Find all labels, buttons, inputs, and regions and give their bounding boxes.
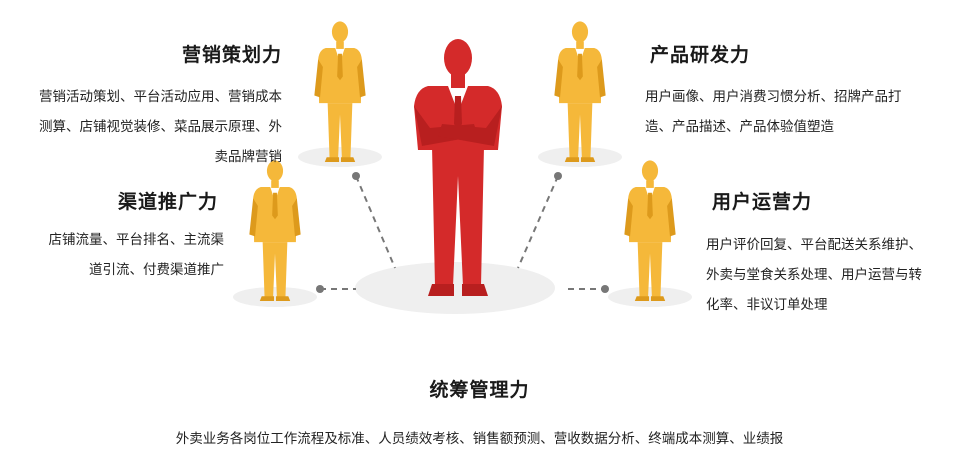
channel-desc: 店铺流量、平台排名、主流渠 道引流、付费渠道推广 xyxy=(10,225,225,285)
marketing-desc-line: 营销活动策划、平台活动应用、营销成本 xyxy=(39,89,282,105)
connector-marketing xyxy=(355,175,396,269)
user-ops-desc-line: 外卖与堂食关系处理、用户运营与转 xyxy=(706,267,922,283)
connector-dot-product xyxy=(554,172,562,180)
member-figure-icon xyxy=(624,160,676,301)
member-figure-icon xyxy=(249,160,301,301)
user-ops-desc: 用户评价回复、平台配送关系维护、 外卖与堂食关系处理、用户运营与转 化率、非议订… xyxy=(706,230,922,320)
member-figure-icon xyxy=(554,21,606,162)
connector-dot-channel xyxy=(316,285,324,293)
product-desc: 用户画像、用户消费习惯分析、招牌产品打 造、产品描述、产品体验值塑造 xyxy=(645,82,902,142)
member-figure-icon xyxy=(314,21,366,162)
leader-figure-icon xyxy=(414,39,502,296)
channel-shadow xyxy=(233,287,317,307)
center-title: 统筹管理力 xyxy=(429,379,530,401)
marketing-desc: 营销活动策划、平台活动应用、营销成本 测算、店铺视觉装修、菜品展示原理、外 卖品… xyxy=(10,82,282,172)
product-shadow xyxy=(538,147,622,167)
product-desc-line: 用户画像、用户消费习惯分析、招牌产品打 xyxy=(645,89,902,105)
marketing-shadow xyxy=(298,147,382,167)
user-ops-desc-line: 用户评价回复、平台配送关系维护、 xyxy=(706,237,922,253)
channel-title: 渠道推广力 xyxy=(117,191,218,213)
marketing-desc-line: 测算、店铺视觉装修、菜品展示原理、外 xyxy=(39,119,282,135)
connector-dot-marketing xyxy=(352,172,360,180)
product-title: 产品研发力 xyxy=(650,44,751,66)
marketing-desc-line: 卖品牌营销 xyxy=(214,149,283,165)
user-ops-title: 用户运营力 xyxy=(712,191,813,213)
center-desc: 外卖业务各岗位工作流程及标准、人员绩效考核、销售额预测、营收数据分析、终端成本测… xyxy=(0,424,959,454)
marketing-title: 营销策划力 xyxy=(181,44,282,66)
connector-product xyxy=(517,175,559,269)
user-ops-desc-line: 化率、非议订单处理 xyxy=(706,297,828,313)
center-desc-line: 外卖业务各岗位工作流程及标准、人员绩效考核、销售额预测、营收数据分析、终端成本测… xyxy=(175,431,784,447)
connector-layer xyxy=(316,172,609,293)
product-desc-line: 造、产品描述、产品体验值塑造 xyxy=(645,119,834,135)
channel-desc-line: 道引流、付费渠道推广 xyxy=(89,262,224,278)
shadow-layer xyxy=(233,147,692,314)
user-ops-shadow xyxy=(608,287,692,307)
channel-desc-line: 店铺流量、平台排名、主流渠 xyxy=(48,232,225,248)
leader-shadow xyxy=(355,262,555,314)
connector-dot-user-ops xyxy=(601,285,609,293)
